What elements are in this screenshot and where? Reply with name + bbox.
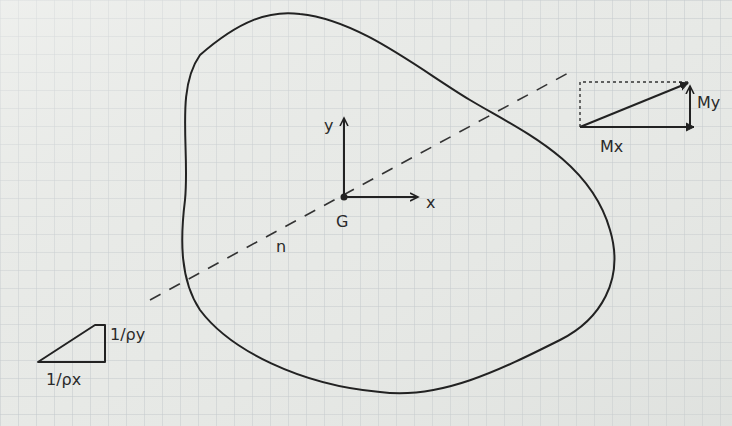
moment-label: My <box>697 94 720 112</box>
axis-label: x <box>426 194 435 212</box>
mx-vector <box>580 126 694 128</box>
curvature-label: 1/ρy <box>110 326 145 344</box>
axis-label: y <box>324 117 333 135</box>
moment-label: Mx <box>600 138 623 156</box>
centroid-dot <box>341 194 348 201</box>
moment-vector <box>580 83 688 127</box>
y-axis <box>343 118 345 197</box>
centroid-label: G <box>336 213 348 231</box>
x-axis <box>344 196 418 198</box>
curvature-triangle <box>38 325 105 362</box>
neutral-axis <box>150 72 570 300</box>
curvature-label: 1/ρx <box>46 371 81 389</box>
my-vector <box>689 86 691 127</box>
moment-construction <box>580 82 690 127</box>
cross-section-outline <box>182 13 614 393</box>
neutral-axis-label: n <box>276 238 286 256</box>
